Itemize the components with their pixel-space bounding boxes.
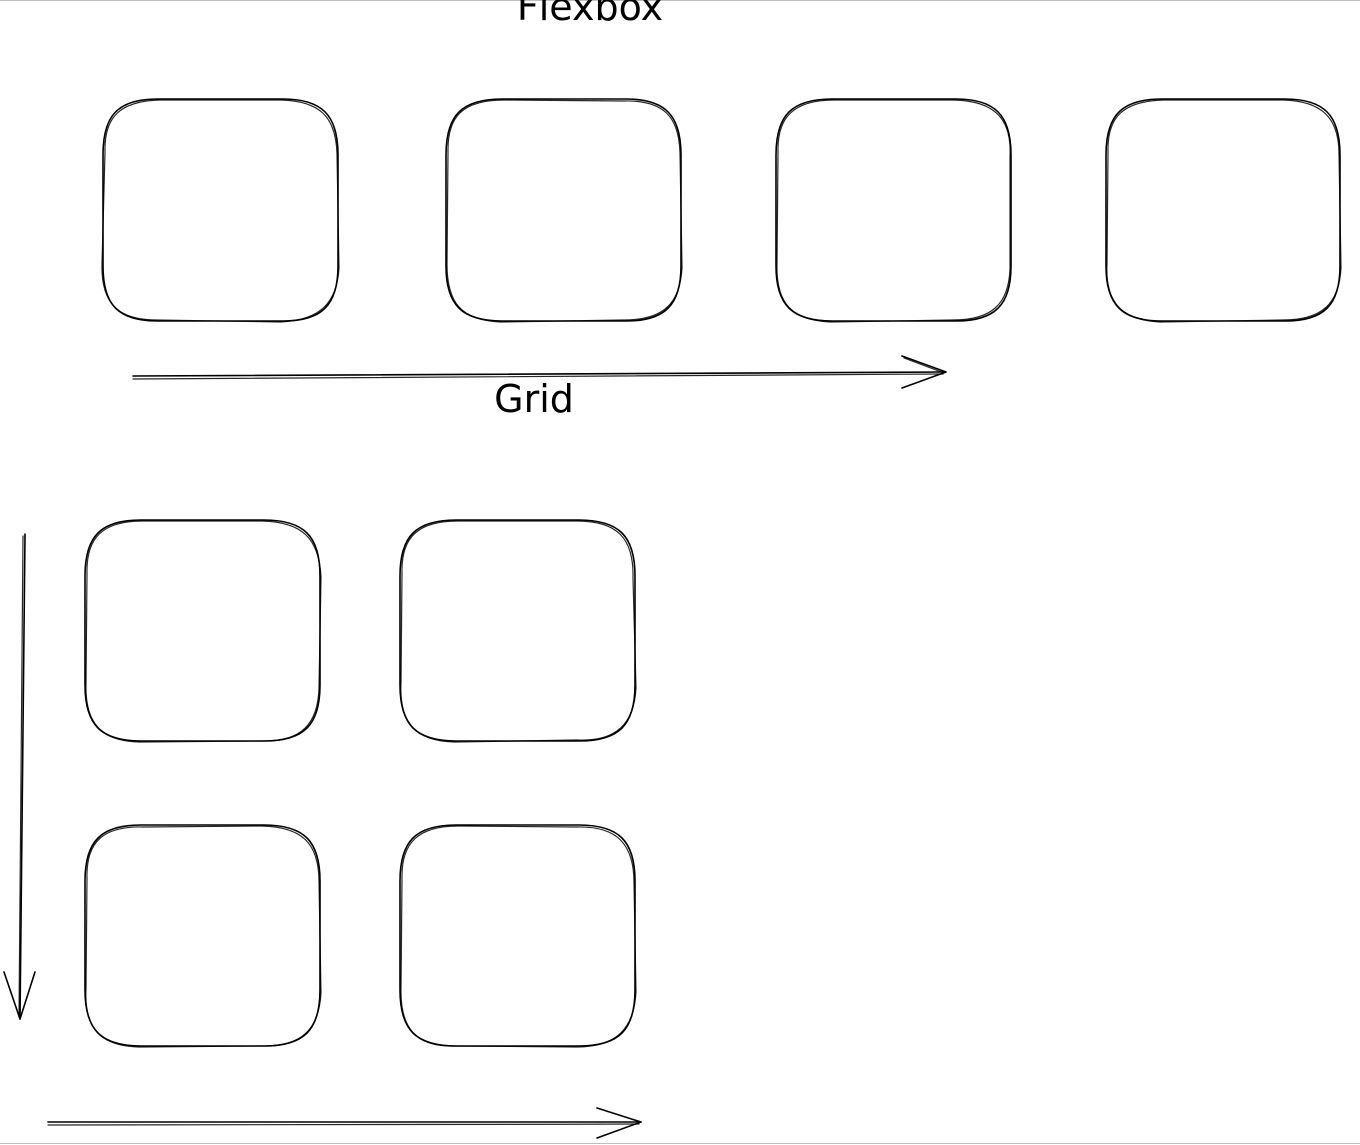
flex-box-4 xyxy=(1105,98,1342,323)
grid-row-arrow xyxy=(47,1107,642,1139)
grid-column-arrow xyxy=(3,533,36,1020)
flex-box-1 xyxy=(101,98,340,323)
grid-box-1 xyxy=(84,519,322,743)
grid-layout xyxy=(84,519,637,1048)
grid-title: Grid xyxy=(494,377,574,421)
grid-box-2 xyxy=(399,519,637,743)
flexbox-row xyxy=(101,98,1342,323)
grid-box-4 xyxy=(399,824,637,1048)
flex-box-3 xyxy=(775,98,1012,323)
flex-box-2 xyxy=(445,98,683,323)
flexbox-title: Flexbox xyxy=(517,0,663,29)
grid-box-3 xyxy=(84,824,322,1048)
